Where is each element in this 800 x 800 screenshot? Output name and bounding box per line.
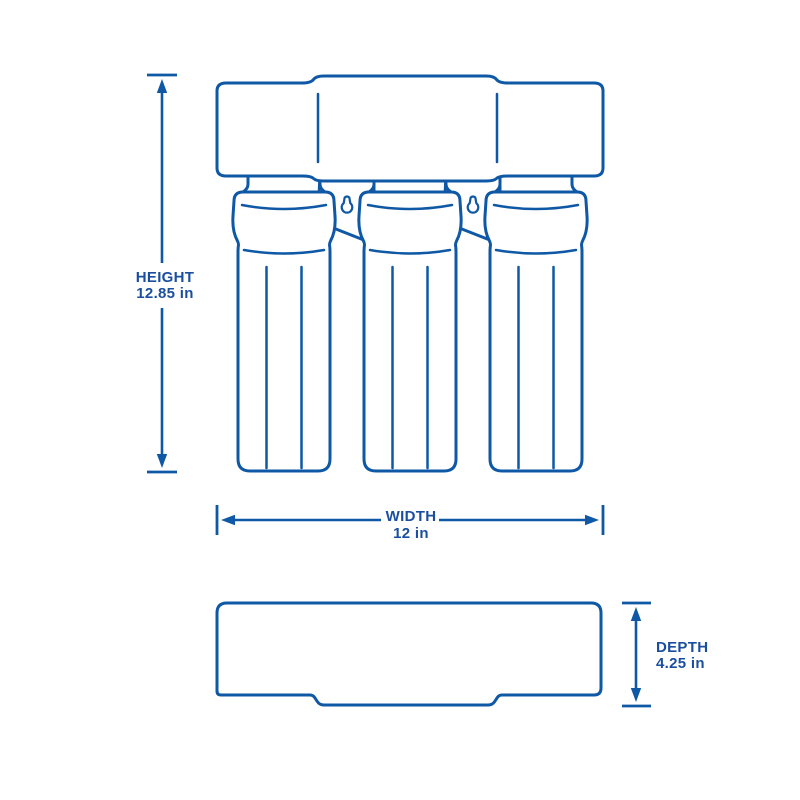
height-value: 12.85 in (136, 285, 193, 302)
width-dimension: WIDTH 12 in (215, 505, 605, 542)
height-dimension: HEIGHT 12.85 in (136, 73, 194, 474)
arrow-down-icon (156, 454, 168, 468)
arrow-up-icon (156, 79, 168, 93)
arrow-right-icon (585, 514, 599, 526)
width-value: 12 in (393, 525, 429, 542)
width-label: WIDTH (386, 508, 437, 525)
depth-value: 4.25 in (656, 655, 705, 672)
filter-canister-left (231, 169, 337, 473)
top-view-drawing (215, 601, 603, 707)
height-label: HEIGHT (136, 269, 194, 286)
depth-dimension: DEPTH 4.25 in (622, 601, 708, 708)
manifold-cap (215, 74, 605, 183)
depth-label: DEPTH (656, 639, 708, 656)
filter-canister-center (357, 169, 463, 473)
arrow-up-icon (630, 607, 642, 621)
arrow-left-icon (221, 514, 235, 526)
front-view-drawing (215, 74, 605, 473)
arrow-down-icon (630, 688, 642, 702)
filter-canister-right (483, 169, 589, 473)
